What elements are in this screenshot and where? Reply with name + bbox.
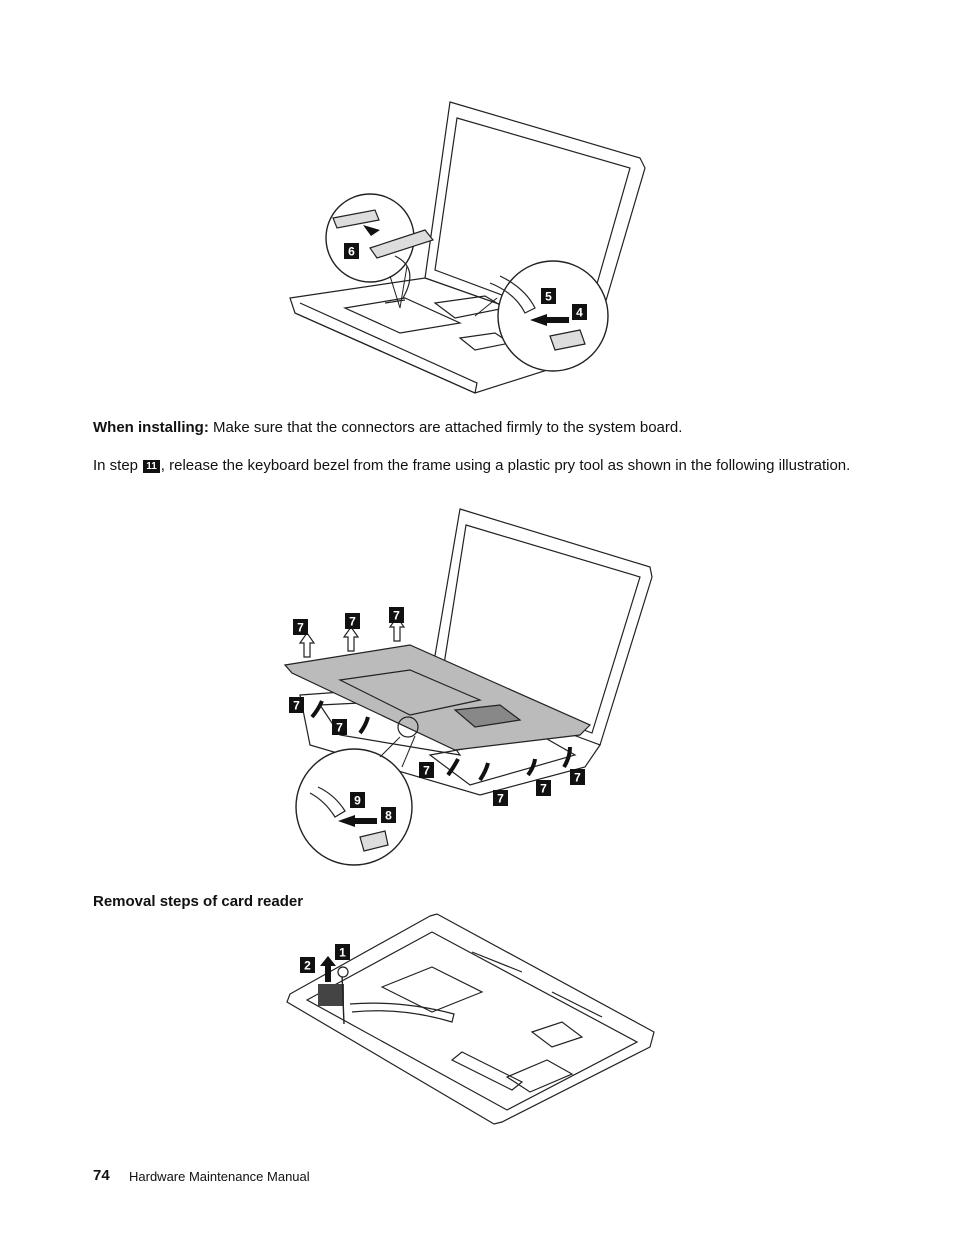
- step-note-text: , release the keyboard bezel from the fr…: [160, 457, 851, 474]
- callout-label: 7: [349, 615, 356, 629]
- callout-label: 2: [304, 959, 311, 973]
- callout-9: 9: [350, 792, 365, 808]
- callout-label: 7: [497, 792, 504, 806]
- callout-label: 5: [545, 290, 552, 304]
- figure-keyboard-bezel-release: 7 7 7 7 7 7 7 7: [280, 505, 660, 873]
- page-number: 74: [93, 1167, 110, 1184]
- callout-label: 7: [336, 721, 343, 735]
- callout-1: 1: [335, 944, 350, 960]
- callout-7: 7: [419, 762, 434, 778]
- callout-7: 7: [570, 769, 585, 785]
- step-number-badge: 11: [143, 460, 160, 473]
- callout-2: 2: [300, 957, 315, 973]
- callout-label: 9: [354, 794, 361, 808]
- callout-7: 7: [389, 607, 404, 623]
- callout-label: 7: [540, 782, 547, 796]
- figure-connector-disconnect: 6 5 4: [285, 98, 655, 398]
- callout-8: 8: [381, 807, 396, 823]
- installing-text: Make sure that the connectors are attach…: [213, 419, 683, 436]
- callout-label: 4: [576, 306, 583, 320]
- callout-7: 7: [536, 780, 551, 796]
- callout-7: 7: [493, 790, 508, 806]
- callout-7: 7: [332, 719, 347, 735]
- step-note-prefix: In step: [93, 457, 139, 474]
- section-heading: Removal steps of card reader: [93, 893, 304, 910]
- callout-7: 7: [345, 613, 360, 629]
- callout-label: 7: [393, 609, 400, 623]
- callout-7: 7: [289, 697, 304, 713]
- callout-label: 7: [574, 771, 581, 785]
- callout-label: 1: [339, 946, 346, 960]
- callout-label: 7: [297, 621, 304, 635]
- callout-5: 5: [541, 288, 556, 304]
- callout-label: 6: [348, 245, 355, 259]
- callout-label: 8: [385, 809, 392, 823]
- installing-note: When installing: Make sure that the conn…: [93, 419, 853, 437]
- manual-title: Hardware Maintenance Manual: [129, 1169, 310, 1184]
- callout-label: 7: [423, 764, 430, 778]
- callout-7: 7: [293, 619, 308, 635]
- figure-card-reader-removal: 1 2: [282, 912, 657, 1127]
- callout-6: 6: [344, 243, 359, 259]
- step-note: In step 11, release the keyboard bezel f…: [93, 457, 853, 475]
- callout-4: 4: [572, 304, 587, 320]
- installing-label: When installing:: [93, 419, 209, 436]
- callout-label: 7: [293, 699, 300, 713]
